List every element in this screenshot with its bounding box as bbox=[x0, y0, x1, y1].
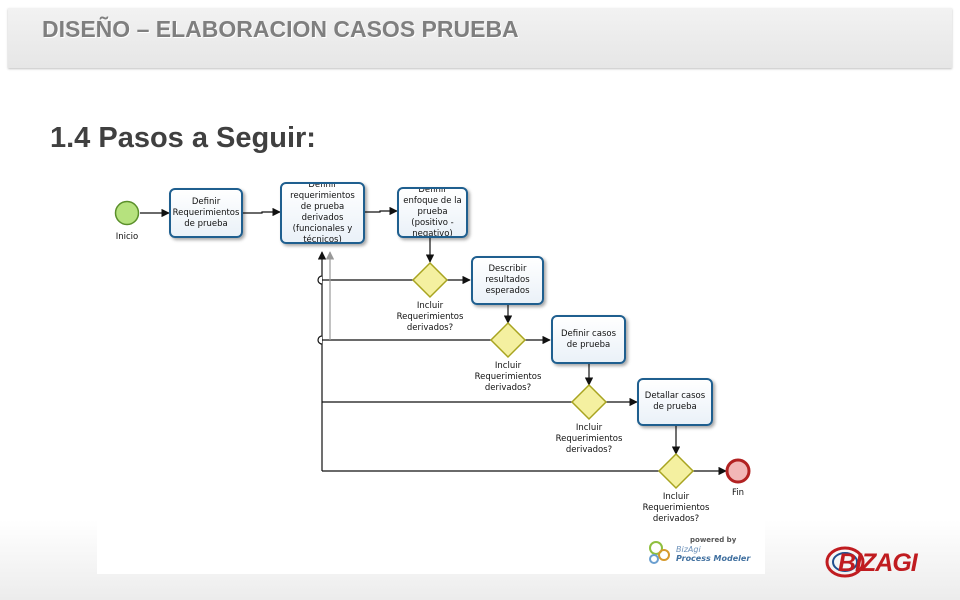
gateway-2 bbox=[489, 321, 527, 359]
gateway-4 bbox=[657, 452, 695, 490]
bizagi-modeler-product: Process Modeler bbox=[676, 554, 751, 563]
task-define-test-approach[interactable]: Definir enfoque de la prueba (positivo -… bbox=[397, 187, 468, 238]
bizagi-logo-icon bbox=[825, 546, 865, 578]
start-event-label: Inicio bbox=[115, 232, 139, 242]
bizagi-logo-text: BIZAGI bbox=[838, 549, 918, 577]
task-define-derived-requirements[interactable]: Definir requerimientos de prueba derivad… bbox=[280, 182, 365, 244]
bizagi-modeler-name: BizAgi bbox=[676, 545, 701, 554]
end-event bbox=[725, 458, 751, 484]
task-define-test-cases[interactable]: Definir casos de prueba bbox=[551, 315, 626, 364]
line-jump bbox=[317, 335, 323, 345]
gateway-3 bbox=[570, 383, 608, 421]
line-jump bbox=[317, 275, 323, 285]
page-header-title: DISEÑO – ELABORACION CASOS PRUEBA bbox=[42, 16, 519, 42]
end-event-label: Fin bbox=[731, 488, 745, 498]
header-band: DISEÑO – ELABORACION CASOS PRUEBA bbox=[8, 8, 952, 68]
section-title: 1.4 Pasos a Seguir: bbox=[50, 122, 316, 154]
flow-task1-to-task2 bbox=[243, 207, 281, 217]
bizagi-modeler-label: BizAgi Process Modeler bbox=[676, 545, 750, 563]
gateway-1-label: Incluir Requerimientos derivados? bbox=[396, 301, 464, 333]
diagram-area bbox=[97, 176, 765, 574]
start-event bbox=[114, 200, 140, 226]
task-define-requirements[interactable]: Definir Requerimientos de prueba bbox=[169, 188, 243, 238]
gateway-4-label: Incluir Requerimientos derivados? bbox=[642, 492, 710, 524]
flow-task2-to-task3 bbox=[365, 206, 398, 216]
powered-by-label: powered by bbox=[690, 536, 737, 544]
bizagi-modeler-icon bbox=[649, 541, 670, 564]
gateway-2-label: Incluir Requerimientos derivados? bbox=[474, 361, 542, 393]
task-detail-test-cases[interactable]: Detallar casos de prueba bbox=[637, 378, 713, 426]
task-describe-expected-results[interactable]: Describir resultados esperados bbox=[471, 256, 544, 305]
gateway-1 bbox=[411, 261, 449, 299]
gateway-3-label: Incluir Requerimientos derivados? bbox=[555, 423, 623, 455]
